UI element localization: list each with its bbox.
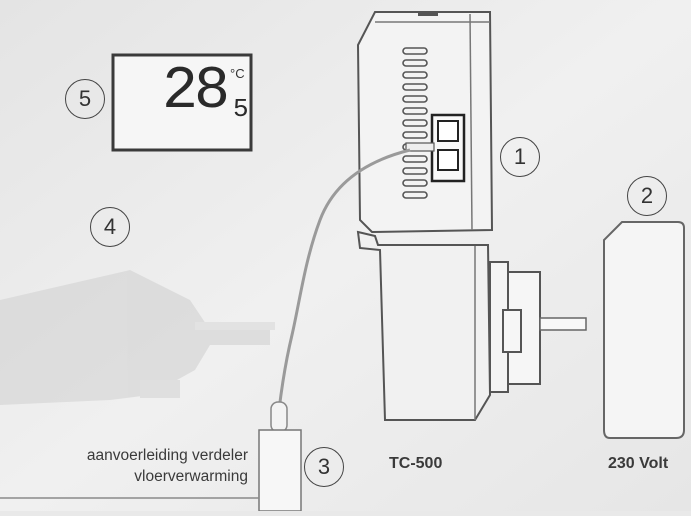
lcd-display — [111, 53, 253, 152]
wall-socket — [603, 221, 685, 439]
callout-1: 1 — [500, 137, 540, 177]
pipe-description-line2: vloerverwarming — [134, 468, 248, 485]
display-unit: °C — [230, 66, 245, 81]
callout-2: 2 — [627, 176, 667, 216]
callout-5: 5 — [65, 79, 105, 119]
model-label: TC-500 — [389, 455, 443, 472]
vent-slots — [402, 47, 428, 199]
callout-4: 4 — [90, 207, 130, 247]
voltage-label: 230 Volt — [608, 455, 669, 472]
callout-3: 3 — [304, 447, 344, 487]
sensor-connector — [405, 113, 466, 183]
thermostat-body — [356, 11, 494, 234]
pipe-description: aanvoerleiding verdeler vloerverwarming — [6, 445, 248, 487]
thermostat-plug-part — [356, 230, 587, 421]
display-temperature-decimal: 5 — [233, 94, 249, 124]
plug-silhouette — [0, 270, 275, 405]
display-temperature-main: 28 — [162, 58, 230, 126]
sensor-cable — [277, 148, 411, 411]
pipe-description-line1: aanvoerleiding verdeler — [86, 447, 248, 464]
